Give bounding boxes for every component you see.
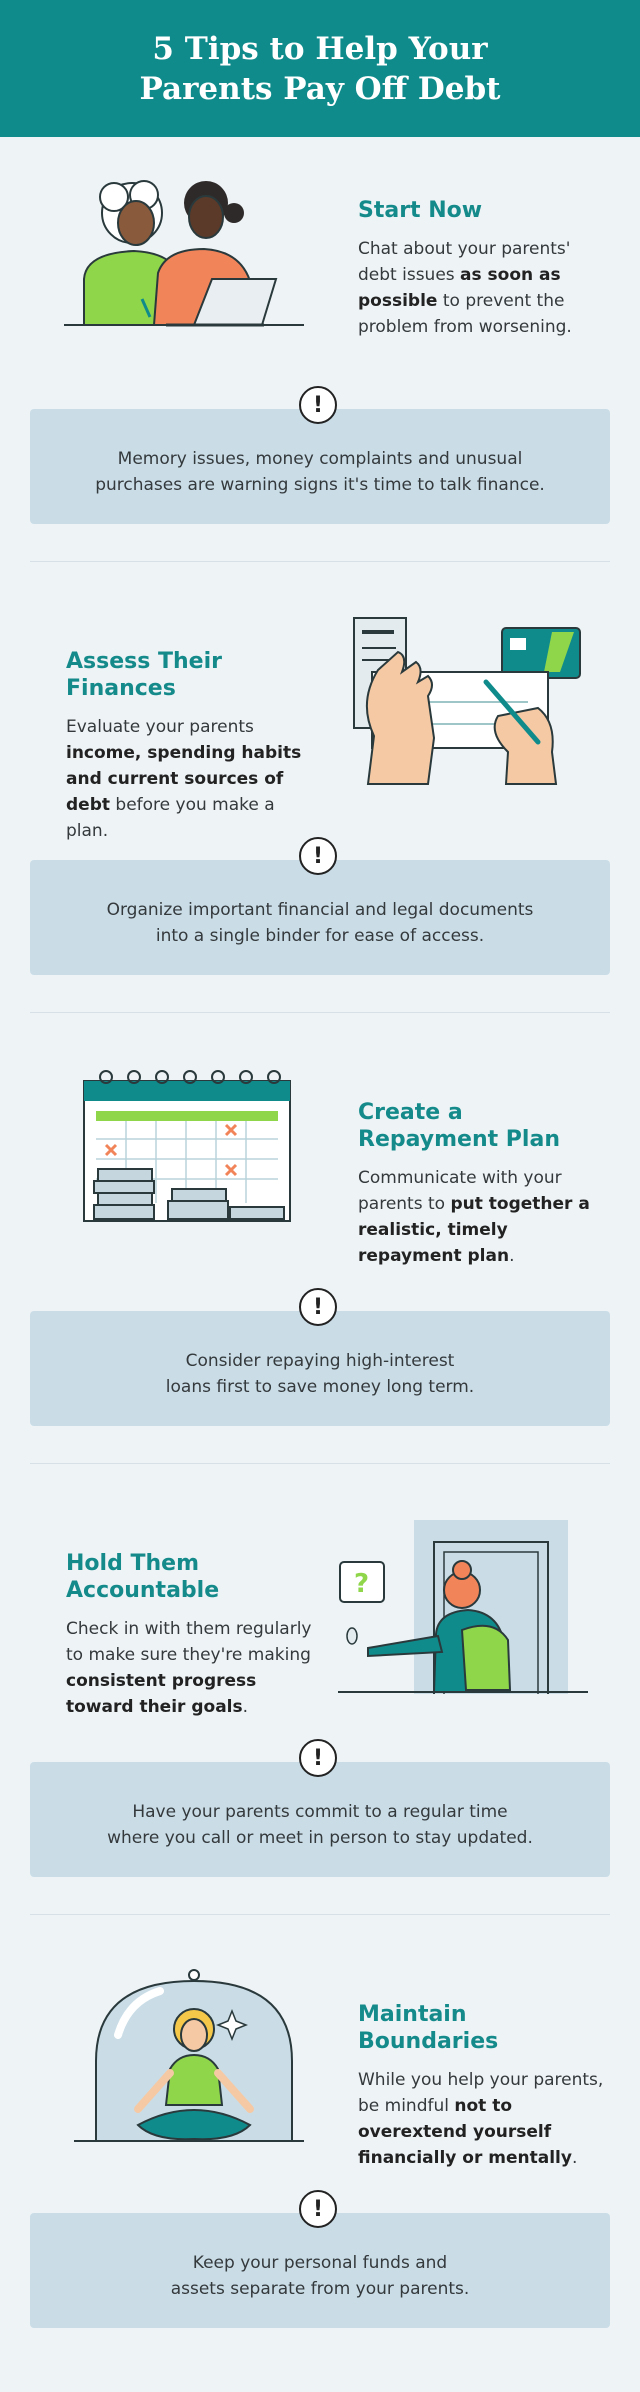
tip-note-line: Keep your personal funds and <box>192 2252 448 2273</box>
tip-heading: Start Now <box>358 197 608 224</box>
hands-writing-check-illustration <box>338 612 588 792</box>
tip-body-text: Chat about your parents' debt issues <box>358 239 571 285</box>
meditating-under-dome-illustration <box>54 1965 314 2145</box>
svg-text:?: ? <box>354 1569 369 1599</box>
tip-note-text: Organize important financial and legal d… <box>107 887 534 949</box>
tip-heading-line: Assess Their <box>66 649 222 674</box>
tip-body-text: Check in with them regularly to make sur… <box>66 1619 312 1665</box>
title-line-1: 5 Tips to Help Your <box>152 30 488 67</box>
parents-at-laptop-illustration <box>54 161 304 341</box>
person-ringing-doorbell-illustration: ? <box>338 1514 588 1700</box>
tip-note-line: purchases are warning signs it's time to… <box>95 474 545 495</box>
tip-body-text: . <box>242 1697 249 1717</box>
section-divider <box>30 1914 610 1915</box>
exclamation-icon: ! <box>299 1739 337 1777</box>
tip-section-hold-accountable: Hold Them Accountable Check in with them… <box>0 1490 640 1941</box>
tip-body: Check in with them regularly to make sur… <box>66 1616 316 1720</box>
section-divider <box>30 1463 610 1464</box>
tip-note-line: Consider repaying high-interest <box>185 1350 455 1371</box>
tip-note-text: Memory issues, money complaints and unus… <box>95 436 545 498</box>
exclamation-icon: ! <box>299 1288 337 1326</box>
tip-body-emphasis: not to overextend yourself financially o… <box>358 2096 572 2168</box>
tip-heading-line: Start Now <box>358 198 483 223</box>
tip-heading-line: Create a <box>358 1100 463 1125</box>
exclamation-icon: ! <box>299 386 337 424</box>
title-line-2: Parents Pay Off Debt <box>139 70 501 107</box>
tip-body-text: to prevent the problem from worsening. <box>358 291 572 337</box>
tip-body: Communicate with your parents to put tog… <box>358 1165 608 1269</box>
tip-note-box: Organize important financial and legal d… <box>30 860 610 975</box>
tip-heading-line: Repayment Plan <box>358 1127 560 1152</box>
header-banner: 5 Tips to Help Your Parents Pay Off Debt <box>0 0 640 137</box>
tip-note-text: Consider repaying high-interest loans fi… <box>166 1338 474 1400</box>
tip-heading: Assess Their Finances <box>66 648 316 702</box>
tip-note-text: Keep your personal funds and assets sepa… <box>171 2240 470 2302</box>
tip-body: Evaluate your parents income, spending h… <box>66 714 316 844</box>
tip-note-line: assets separate from your parents. <box>170 2278 470 2299</box>
tip-note-box: Have your parents commit to a regular ti… <box>30 1762 610 1877</box>
tip-body-emphasis: put together a realistic, timely repayme… <box>358 1194 590 1266</box>
tip-heading: Create a Repayment Plan <box>358 1099 608 1153</box>
tip-body-emphasis: as soon as possible <box>358 265 561 311</box>
exclamation-icon: ! <box>299 837 337 875</box>
tip-heading-line: Boundaries <box>358 2029 499 2054</box>
tip-note-line: Memory issues, money complaints and unus… <box>117 448 523 469</box>
tip-body: Chat about your parents' debt issues as … <box>358 236 608 340</box>
tip-note-box: Keep your personal funds and assets sepa… <box>30 2213 610 2328</box>
tip-section-repayment-plan: Create a Repayment Plan Communicate with… <box>0 1039 640 1490</box>
tip-note-box: Memory issues, money complaints and unus… <box>30 409 610 524</box>
tip-section-assess-finances: Assess Their Finances Evaluate your pare… <box>0 588 640 1039</box>
tip-body-text: . <box>509 1246 515 1266</box>
exclamation-icon: ! <box>299 2190 337 2228</box>
tip-note-line: Have your parents commit to a regular ti… <box>132 1801 508 1822</box>
tip-note-line: into a single binder for ease of access. <box>155 925 485 946</box>
tip-body-emphasis: income, spending habits and current sour… <box>66 743 302 815</box>
section-divider <box>30 561 610 562</box>
tip-heading-line: Hold Them <box>66 1551 199 1576</box>
tip-note-text: Have your parents commit to a regular ti… <box>107 1789 533 1851</box>
tip-note-line: Organize important financial and legal d… <box>106 899 534 920</box>
tip-section-start-now: Start Now Chat about your parents' debt … <box>0 137 640 588</box>
tip-body-text: Communicate with your parents to <box>358 1168 562 1214</box>
tip-body-emphasis: consistent progress toward their goals <box>66 1671 257 1717</box>
tip-body-text: before you make a plan. <box>66 795 275 841</box>
tip-heading-line: Maintain <box>358 2002 467 2027</box>
tip-section-maintain-boundaries: Maintain Boundaries While you help your … <box>0 1941 640 2392</box>
tip-body: While you help your parents, be mindful … <box>358 2067 608 2171</box>
page-title: 5 Tips to Help Your Parents Pay Off Debt <box>140 29 501 109</box>
tip-note-line: where you call or meet in person to stay… <box>107 1827 533 1848</box>
section-divider <box>30 1012 610 1013</box>
tip-heading: Maintain Boundaries <box>358 2001 608 2055</box>
tip-body-text: While you help your parents, be mindful <box>358 2070 604 2116</box>
tip-heading-line: Accountable <box>66 1578 220 1603</box>
calendar-and-coins-illustration <box>54 1063 304 1243</box>
tip-heading: Hold Them Accountable <box>66 1550 316 1604</box>
tip-note-box: Consider repaying high-interest loans fi… <box>30 1311 610 1426</box>
tip-body-text: . <box>571 2148 578 2168</box>
tip-heading-line: Finances <box>66 676 176 701</box>
tip-note-line: loans first to save money long term. <box>165 1376 475 1397</box>
tip-body-text: Evaluate your parents <box>66 717 254 737</box>
